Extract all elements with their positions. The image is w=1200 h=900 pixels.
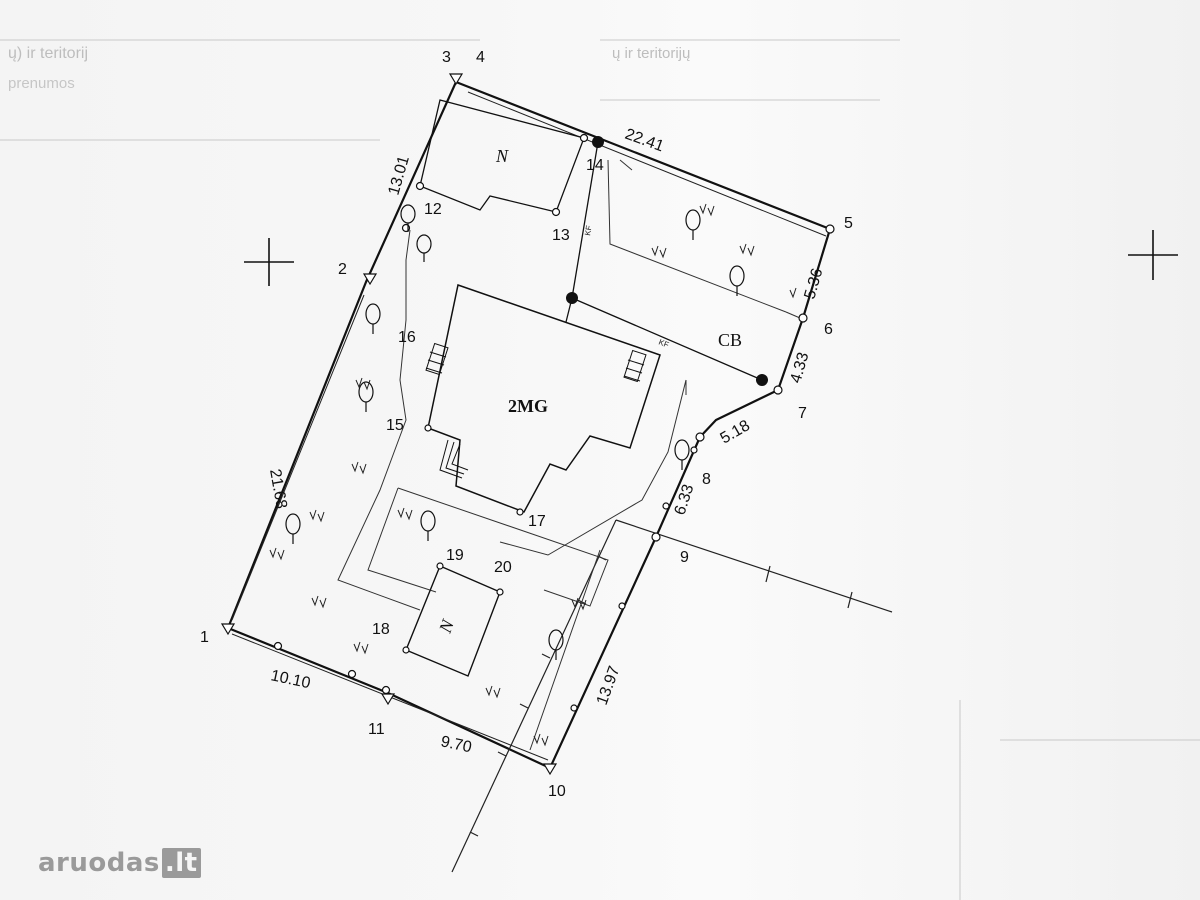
tree-icon <box>674 439 690 470</box>
tree-icon <box>420 510 436 541</box>
point-label-5: 5 <box>844 215 853 232</box>
parcel-boundary <box>226 80 832 770</box>
point-label-18: 18 <box>372 621 390 638</box>
node-mid-filled <box>566 292 578 304</box>
distance-9-70: 9.70 <box>439 733 473 756</box>
point-label-11: 11 <box>368 721 385 738</box>
tree-icon <box>685 209 701 240</box>
cb-label: CB <box>718 330 742 350</box>
inner-line-north <box>467 91 827 237</box>
watermark-tld: .lt <box>161 848 201 878</box>
point-label-7: 7 <box>798 405 807 422</box>
distance-6-33: 6.33 <box>672 482 698 517</box>
point-label-1: 1 <box>200 629 209 646</box>
tree-icon <box>416 234 432 262</box>
stairs <box>425 342 647 479</box>
point-label-19: 19 <box>446 547 464 564</box>
distance-10-10: 10.10 <box>269 667 312 692</box>
node-7-filled <box>756 374 768 386</box>
north-shed-label: N <box>495 146 509 166</box>
watermark-brand: aruodas <box>38 848 160 878</box>
point-label-6: 6 <box>824 321 833 338</box>
distance-21-68: 21.68 <box>266 468 290 510</box>
header-text-3: prenumos <box>8 75 75 92</box>
tree-icon <box>285 513 301 544</box>
tree-icon <box>358 381 374 412</box>
south-shed-outline <box>405 565 501 677</box>
trees <box>285 204 745 660</box>
grass-marks <box>269 203 797 747</box>
registration-cross-left <box>244 238 294 286</box>
tree-icon <box>729 265 745 296</box>
point-label-20: 20 <box>494 559 512 576</box>
header-text-1: ų) ir teritorij <box>8 45 88 62</box>
distance-4-33: 4.33 <box>788 350 813 385</box>
station-triangles <box>220 73 558 776</box>
tree-icon <box>365 303 381 334</box>
point-label-16: 16 <box>398 329 416 346</box>
point-label-4: 4 <box>476 49 485 66</box>
point-label-17: 17 <box>528 513 546 530</box>
vertex-markers <box>273 133 835 712</box>
south-shed-label: N <box>435 616 459 636</box>
main-house-outline <box>427 284 661 513</box>
point-label-12: 12 <box>424 201 442 218</box>
node-14-filled <box>592 136 604 148</box>
main-house-label: 2MG <box>508 396 548 416</box>
external-grid-lines <box>451 519 893 873</box>
point-label-13: 13 <box>552 227 570 244</box>
distance-5-18: 5.18 <box>718 417 754 447</box>
point-label-8: 8 <box>702 471 711 488</box>
header-table-lines <box>0 39 1200 900</box>
inner-line-west <box>231 294 365 621</box>
tree-icon <box>400 204 416 232</box>
utility-label-vertical: KF <box>583 225 594 237</box>
utility-label-horizontal: KF <box>657 338 670 350</box>
yard-outlines <box>337 159 801 751</box>
point-label-15: 15 <box>386 417 404 434</box>
point-label-3: 3 <box>442 49 451 66</box>
header-text-2: ų ir teritorijų <box>612 45 690 62</box>
registration-cross-right <box>1128 230 1178 280</box>
tree-icon <box>548 629 564 660</box>
point-label-14: 14 <box>586 157 604 174</box>
distance-13-01: 13.01 <box>386 154 413 197</box>
distance-13-97: 13.97 <box>594 664 624 708</box>
point-label-10: 10 <box>548 783 566 800</box>
point-label-2: 2 <box>338 261 347 278</box>
point-label-9: 9 <box>680 549 689 566</box>
watermark-logo: aruodas.lt <box>38 848 201 878</box>
distance-5-36: 5.36 <box>802 266 827 301</box>
